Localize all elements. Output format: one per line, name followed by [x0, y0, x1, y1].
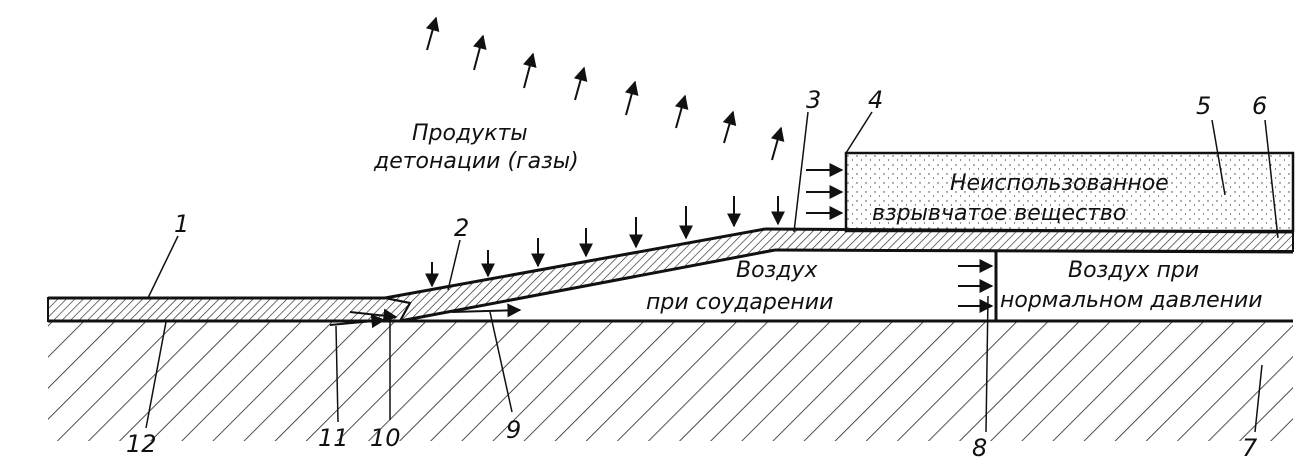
detonation-front-arrows: [806, 163, 844, 220]
unused-explosive-block: [844, 151, 1295, 233]
ref-number-10: 10: [370, 424, 401, 452]
ref-number-4: 4: [868, 86, 883, 114]
label-unused-1: Неиспользованное: [950, 171, 1169, 196]
pressure-arrows-down: [425, 196, 785, 288]
leader-lines: [145, 111, 1279, 433]
label-detonation-2: детонации (газы): [373, 149, 579, 174]
label-air-normal-2: нормальном давлении: [1000, 288, 1263, 313]
air-shock-arrows: [958, 259, 994, 313]
ref-number-11: 11: [318, 424, 349, 452]
ref-number-8: 8: [972, 434, 987, 462]
ref-number-12: 12: [126, 430, 157, 458]
label-unused-2: взрывчатое вещество: [872, 201, 1126, 226]
ref-number-7: 7: [1242, 434, 1258, 462]
gas-expansion-arrows: [425, 16, 785, 161]
ref-number-6: 6: [1252, 92, 1267, 120]
label-air-collision-2: при соударении: [646, 290, 833, 315]
ref-number-9: 9: [506, 416, 521, 444]
label-air-normal-1: Воздух при: [1068, 258, 1199, 283]
ref-number-1: 1: [174, 210, 189, 238]
flyer-plate: [47, 227, 1294, 323]
label-air-collision-1: Воздух: [736, 258, 818, 283]
jet-arrows: [329, 303, 522, 329]
ref-number-5: 5: [1196, 92, 1211, 120]
ref-number-3: 3: [806, 86, 821, 114]
base-metal: [48, 319, 1293, 441]
ref-number-2: 2: [454, 214, 469, 242]
label-detonation-1: Продукты: [412, 121, 528, 146]
